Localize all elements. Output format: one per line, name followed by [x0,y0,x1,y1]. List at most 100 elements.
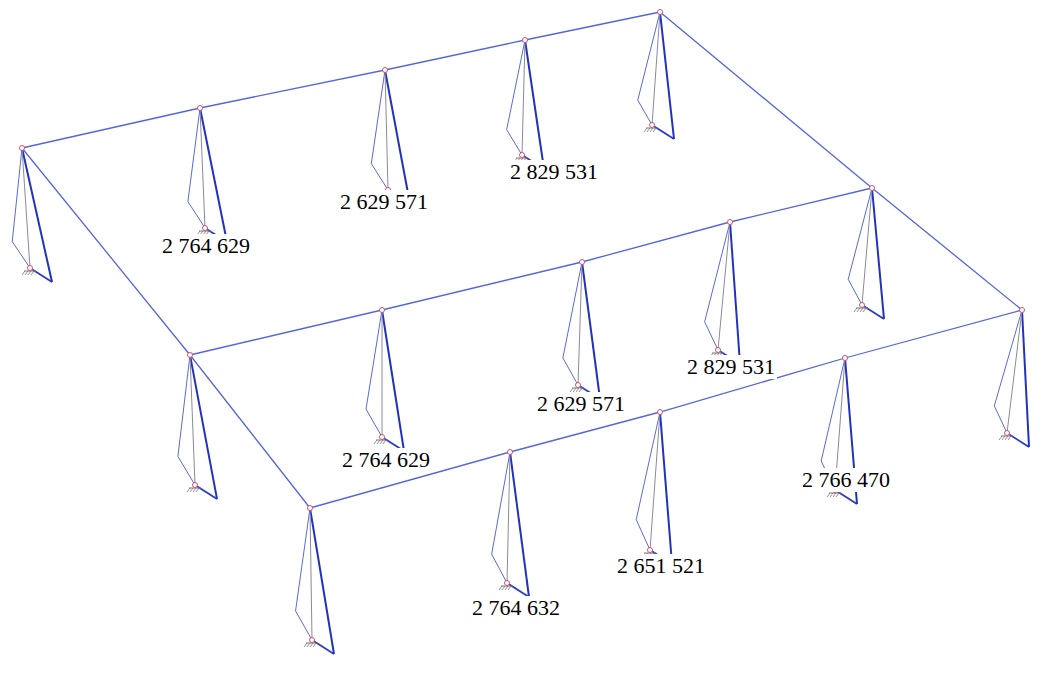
moment-diagram [848,186,884,320]
moment-diagram [12,146,52,283]
joint-dot [508,450,513,455]
moment-value: 2 629 571 [535,392,627,416]
moment-diagram [507,38,544,170]
column-line [718,222,730,350]
moment-line [582,262,600,399]
fixed-support [304,643,318,647]
moment-line [660,12,674,139]
column-line [385,70,388,190]
fixed-support [827,493,841,497]
column-line [200,108,205,228]
moment-diagram [188,106,227,243]
moment-line [190,355,217,499]
moment-outline [492,452,510,583]
joint-dot [310,638,315,643]
moment-diagram [994,308,1029,448]
moment-value: 2 829 531 [685,355,777,379]
column-line [507,452,510,583]
moment-line [872,188,884,319]
column-line [650,412,660,550]
moment-diagram [178,353,217,500]
joint-dot [658,10,663,15]
moment-line [525,40,544,169]
moment-diagram [636,410,672,565]
moment-outline [848,188,872,305]
joint-dot [505,581,510,586]
beam-line [22,12,660,148]
joint-dot [203,226,208,231]
fixed-support [374,440,388,444]
moment-outline [563,262,582,385]
moment-diagram [371,68,410,205]
moment-line [385,70,410,204]
moment-line [22,148,52,282]
beam-line [190,188,872,355]
moment-outline [862,305,884,319]
moment-line [1022,310,1029,447]
moment-outline [12,148,30,268]
column-line [522,40,525,155]
fixed-support [644,128,658,132]
moment-diagram [366,308,404,452]
moment-outline [507,583,529,597]
joint-dot [648,548,653,553]
column-line [310,508,312,640]
moment-diagram [296,506,334,655]
moment-value: 2 629 571 [338,190,430,214]
moment-line [200,108,227,242]
moment-outline [507,40,525,155]
joint-dot [658,410,663,415]
moment-value: 2 764 629 [160,234,252,258]
moment-outline [195,485,217,499]
joint-dot [580,260,585,265]
joint-dot [188,353,193,358]
moment-outline [366,310,382,437]
moment-line [730,222,740,364]
moment-line [660,412,672,564]
joint-dot [650,123,655,128]
moment-outline [638,12,660,125]
joint-dot [716,348,721,353]
joint-dot [193,483,198,488]
moment-line [382,310,404,451]
fixed-support [999,436,1013,440]
fixed-support [854,308,868,312]
moment-line [310,508,334,654]
joint-dot [28,266,33,271]
joint-dot [380,308,385,313]
column-line [22,148,30,268]
moment-value: 2 764 632 [470,596,562,620]
joint-dot [380,435,385,440]
column-line [862,188,872,305]
moment-outline [835,490,857,504]
column-line [652,12,660,125]
joint-dot [870,186,875,191]
joint-dot [308,506,313,511]
joint-dot [520,153,525,158]
moment-diagram [638,10,674,140]
moment-outline [296,508,312,640]
moment-value: 2 764 629 [340,448,432,472]
joint-dot [523,38,528,43]
moment-diagram [563,260,600,400]
column-line [1007,310,1022,433]
joint-dot [1020,308,1025,313]
moment-value: 2 766 470 [800,468,892,492]
moment-value: 2 829 531 [508,160,600,184]
joint-dot [20,146,25,151]
moment-outline [312,640,334,654]
moment-outline [371,70,388,190]
moment-outline [1007,433,1029,447]
joint-dot [576,383,581,388]
moment-outline [994,310,1022,433]
moment-outline [705,222,730,350]
moment-value: 2 651 521 [615,554,707,578]
fixed-support [187,488,201,492]
joint-dot [1005,431,1010,436]
moment-outline [178,355,195,485]
joint-dot [198,106,203,111]
fixed-support [22,271,36,275]
beam-line [22,148,310,508]
